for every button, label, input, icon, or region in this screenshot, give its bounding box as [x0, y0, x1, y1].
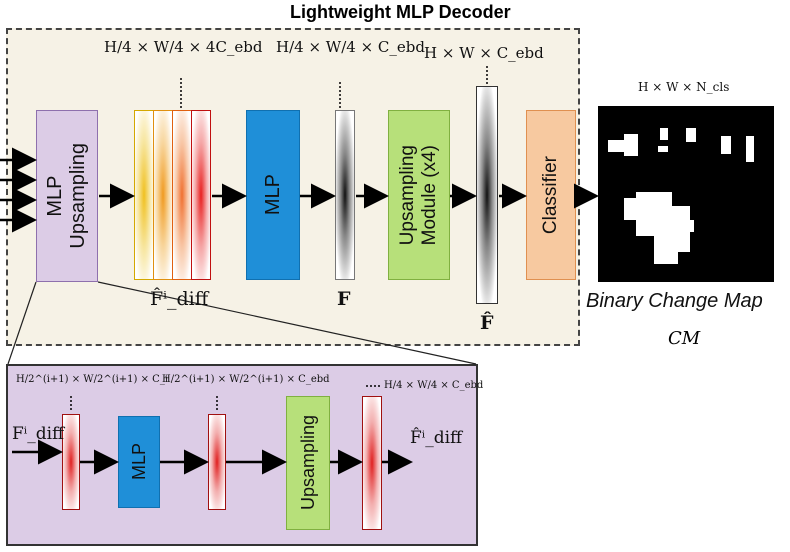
f-label: F [337, 288, 351, 310]
binary-change-map-title: Binary Change Map [586, 290, 763, 312]
detail-input-label: Fⁱ_diff [12, 424, 65, 444]
fhat-label: F̂ [480, 312, 494, 334]
detail-dim-input: H/2^(i+1) × W/2^(i+1) × C_i [16, 374, 169, 385]
dim-fused-label: H/4 × W/4 × C_ebd [276, 38, 425, 56]
detail-dim-out: H/4 × W/4 × C_ebd [384, 380, 484, 391]
detail-output-label: F̂ⁱ_diff [410, 428, 463, 448]
binary-change-map [598, 106, 774, 282]
decoder-title: Lightweight MLP Decoder [290, 2, 511, 22]
dim-output-label: H × W × N_cls [638, 80, 730, 94]
feature-stripe-4 [191, 110, 211, 280]
upsampling-module-block: Upsampling Module (x4) [388, 110, 450, 280]
dim-upsampled-label: H × W × C_ebd [424, 44, 544, 62]
detail-mlp-block: MLP [118, 416, 160, 508]
change-map-symbol: CM [668, 328, 701, 349]
detail-dim-mid: H/2^(i+1) × W/2^(i+1) × C_ebd [162, 374, 330, 385]
fhat-diff-label: F̂ⁱ_diff [150, 288, 209, 310]
dim-concat-label: H/4 × W/4 × 4C_ebd [104, 38, 263, 56]
